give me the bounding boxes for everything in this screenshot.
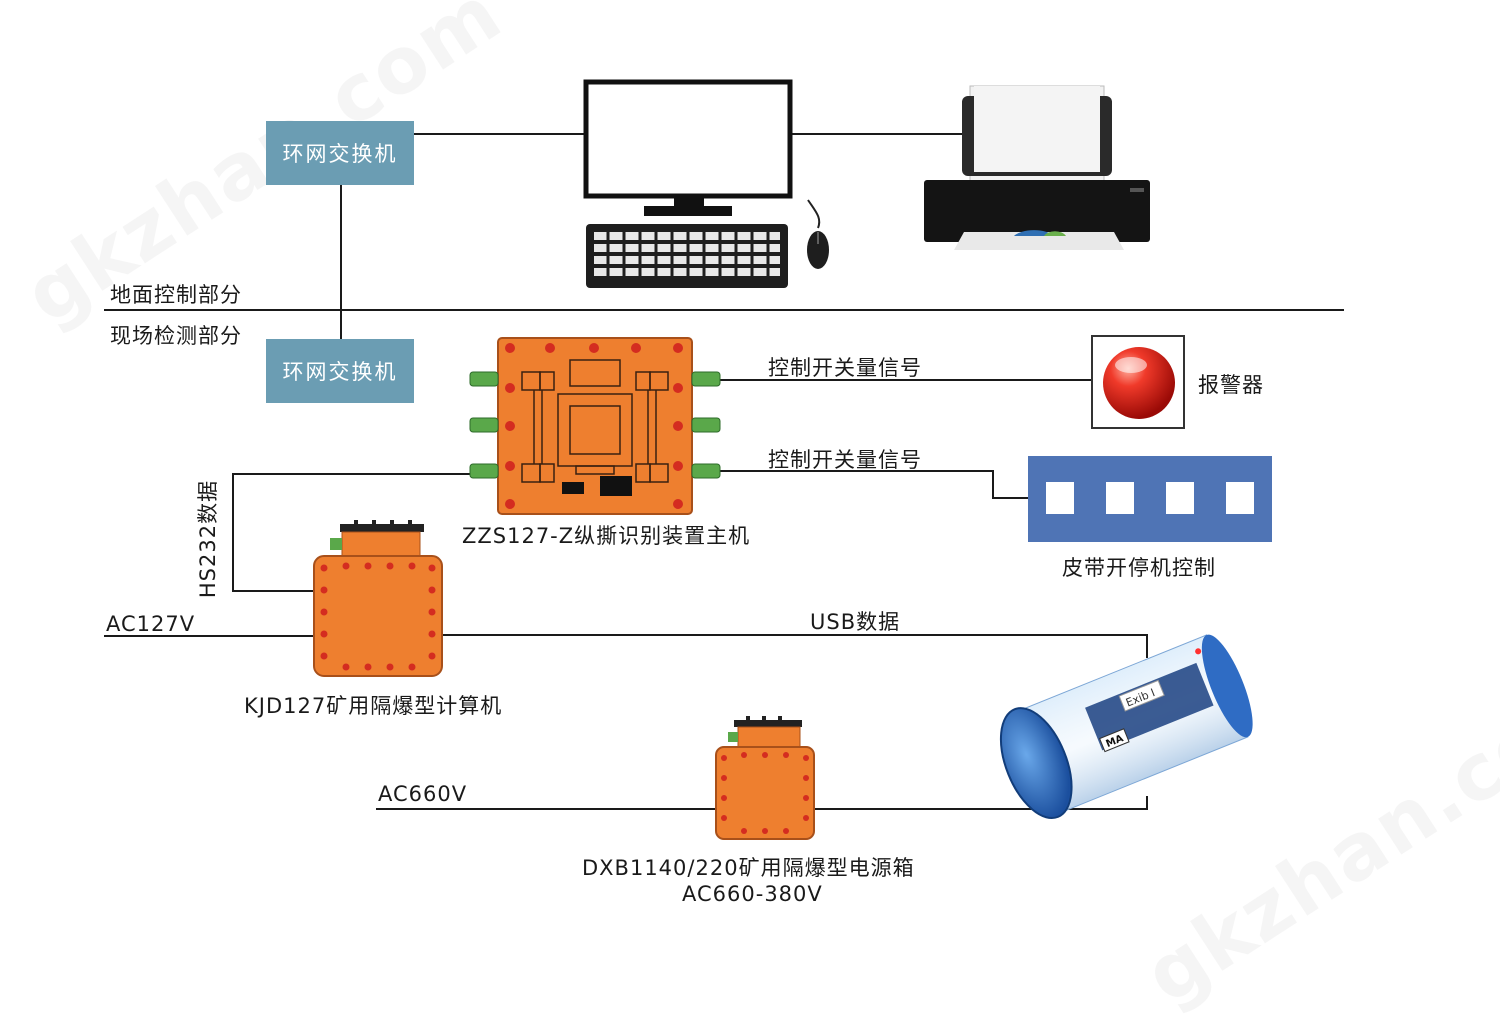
power-to-camera-line xyxy=(814,808,1148,810)
power-box-label-line2: AC660-380V xyxy=(682,882,823,906)
usb-line-h xyxy=(440,634,1148,636)
belt-control-panel xyxy=(1028,456,1272,542)
usb-line-v xyxy=(1146,634,1148,658)
alarm-device xyxy=(1091,335,1185,429)
hs232-line-vertical xyxy=(232,473,234,591)
ac660-line xyxy=(376,808,720,810)
mining-camera-cylinder: Exib I MA xyxy=(999,634,1253,820)
belt-signal-line-v xyxy=(992,470,994,498)
belt-indicator-2 xyxy=(1106,482,1134,514)
monitor-to-printer-line xyxy=(790,133,970,135)
section-divider-line xyxy=(104,309,1344,311)
ac127-label: AC127V xyxy=(106,612,196,636)
belt-signal-label: 控制开关量信号 xyxy=(768,448,922,472)
hs232-line-top xyxy=(232,473,470,475)
explosion-proof-computer-box xyxy=(313,520,443,677)
belt-indicator-3 xyxy=(1166,482,1194,514)
printer-icon xyxy=(924,85,1150,250)
alarm-label: 报警器 xyxy=(1198,373,1264,397)
field-section-label: 现场检测部分 xyxy=(110,324,242,348)
hs232-line-bottom xyxy=(232,590,316,592)
ring-switch-bottom: 环网交换机 xyxy=(266,339,414,403)
alarm-signal-line xyxy=(720,379,1092,381)
belt-signal-line-h1 xyxy=(720,470,993,472)
belt-signal-line-h2 xyxy=(992,497,1028,499)
switch-to-monitor-line xyxy=(414,133,586,135)
power-to-camera-line-v xyxy=(1146,796,1148,810)
power-box-label-line1: DXB1140/220矿用隔爆型电源箱 xyxy=(582,856,915,880)
belt-indicator-4 xyxy=(1226,482,1254,514)
switch-vertical-line xyxy=(340,184,342,340)
computer-label: KJD127矿用隔爆型计算机 xyxy=(244,694,503,718)
belt-control-label: 皮带开停机控制 xyxy=(1062,556,1216,580)
belt-indicator-1 xyxy=(1046,482,1074,514)
ground-section-label: 地面控制部分 xyxy=(110,283,242,307)
alarm-signal-label: 控制开关量信号 xyxy=(768,356,922,380)
desktop-computer-icon xyxy=(583,79,829,288)
main-unit-label: ZZS127-Z纵撕识别装置主机 xyxy=(462,524,751,548)
explosion-proof-power-box xyxy=(715,716,815,840)
watermark-top-left: gkzhan.com xyxy=(9,0,518,342)
usb-label: USB数据 xyxy=(810,610,901,634)
ring-switch-top: 环网交换机 xyxy=(266,121,414,185)
main-unit-box xyxy=(469,337,721,515)
ac660-label: AC660V xyxy=(378,782,468,806)
hs232-label: HS232数据 xyxy=(196,479,221,599)
alarm-light-icon xyxy=(1103,347,1175,419)
ac127-line xyxy=(104,635,316,637)
